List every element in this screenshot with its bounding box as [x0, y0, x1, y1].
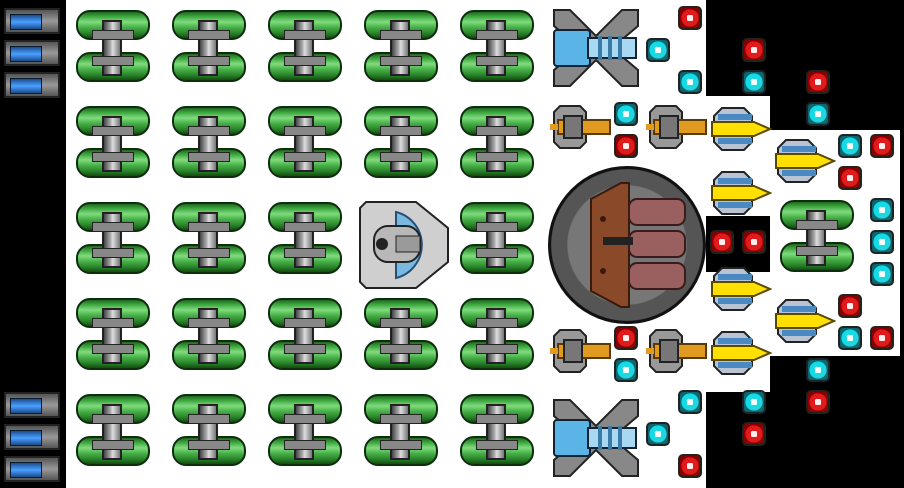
cyan-node-icon[interactable]: [806, 102, 830, 126]
fuel-tank-icon[interactable]: [262, 390, 348, 472]
cannon-turret-icon[interactable]: [550, 328, 614, 374]
fuel-tank-icon[interactable]: [454, 6, 540, 88]
red-node-icon[interactable]: [742, 422, 766, 446]
blaster-turret-icon[interactable]: [708, 170, 773, 216]
fuel-tank-icon[interactable]: [166, 294, 252, 376]
red-node-icon[interactable]: [678, 6, 702, 30]
fuel-tank-icon[interactable]: [70, 6, 156, 88]
red-node-icon[interactable]: [806, 390, 830, 414]
engine-vent-icon[interactable]: [4, 392, 60, 418]
reactor-icon[interactable]: [548, 166, 706, 324]
fuel-tank-icon[interactable]: [70, 102, 156, 184]
fuel-tank-icon[interactable]: [454, 198, 540, 280]
fuel-tank-icon[interactable]: [358, 102, 444, 184]
fuel-tank-icon[interactable]: [262, 102, 348, 184]
fuel-tank-icon[interactable]: [358, 294, 444, 376]
engine-vent-icon[interactable]: [4, 424, 60, 450]
red-node-icon[interactable]: [678, 454, 702, 478]
engine-vent-icon[interactable]: [4, 456, 60, 482]
engine-vent-icon[interactable]: [4, 8, 60, 34]
red-node-icon[interactable]: [742, 230, 766, 254]
cyan-node-icon[interactable]: [678, 70, 702, 94]
cyan-node-icon[interactable]: [742, 390, 766, 414]
cyan-node-icon[interactable]: [870, 262, 894, 286]
cannon-turret-icon[interactable]: [646, 104, 710, 150]
cyan-node-icon[interactable]: [646, 38, 670, 62]
fuel-tank-icon[interactable]: [454, 294, 540, 376]
fuel-tank-icon[interactable]: [166, 198, 252, 280]
thruster-icon[interactable]: [548, 6, 644, 90]
fuel-tank-icon[interactable]: [262, 294, 348, 376]
cyan-node-icon[interactable]: [838, 134, 862, 158]
fuel-tank-icon[interactable]: [358, 390, 444, 472]
fuel-tank-icon[interactable]: [166, 6, 252, 88]
cyan-node-icon[interactable]: [870, 230, 894, 254]
red-node-icon[interactable]: [870, 326, 894, 350]
red-node-icon[interactable]: [614, 134, 638, 158]
fuel-tank-icon[interactable]: [262, 6, 348, 88]
red-node-icon[interactable]: [838, 294, 862, 318]
fuel-tank-icon[interactable]: [454, 390, 540, 472]
red-node-icon[interactable]: [838, 166, 862, 190]
engine-vent-icon[interactable]: [4, 40, 60, 66]
cyan-node-icon[interactable]: [614, 358, 638, 382]
red-node-icon[interactable]: [710, 230, 734, 254]
cannon-turret-icon[interactable]: [646, 328, 710, 374]
red-node-icon[interactable]: [742, 38, 766, 62]
fuel-tank-icon[interactable]: [262, 198, 348, 280]
engine-vent-icon[interactable]: [4, 72, 60, 98]
blaster-turret-icon[interactable]: [708, 106, 773, 152]
fuel-tank-icon[interactable]: [358, 6, 444, 88]
fuel-tank-icon[interactable]: [70, 294, 156, 376]
red-node-icon[interactable]: [614, 326, 638, 350]
red-node-icon[interactable]: [870, 134, 894, 158]
cyan-node-icon[interactable]: [742, 70, 766, 94]
command-core-icon[interactable]: [356, 198, 452, 292]
fuel-tank-icon[interactable]: [774, 196, 860, 278]
fuel-tank-icon[interactable]: [166, 390, 252, 472]
blaster-turret-icon[interactable]: [772, 298, 837, 344]
blaster-turret-icon[interactable]: [708, 266, 773, 312]
fuel-tank-icon[interactable]: [454, 102, 540, 184]
thruster-icon[interactable]: [548, 396, 644, 480]
cyan-node-icon[interactable]: [870, 198, 894, 222]
fuel-tank-icon[interactable]: [166, 102, 252, 184]
fuel-tank-icon[interactable]: [70, 390, 156, 472]
cyan-node-icon[interactable]: [614, 102, 638, 126]
cyan-node-icon[interactable]: [678, 390, 702, 414]
cyan-node-icon[interactable]: [646, 422, 670, 446]
blaster-turret-icon[interactable]: [708, 330, 773, 376]
fuel-tank-icon[interactable]: [70, 198, 156, 280]
blaster-turret-icon[interactable]: [772, 138, 837, 184]
cannon-turret-icon[interactable]: [550, 104, 614, 150]
cyan-node-icon[interactable]: [806, 358, 830, 382]
cyan-node-icon[interactable]: [838, 326, 862, 350]
red-node-icon[interactable]: [806, 70, 830, 94]
